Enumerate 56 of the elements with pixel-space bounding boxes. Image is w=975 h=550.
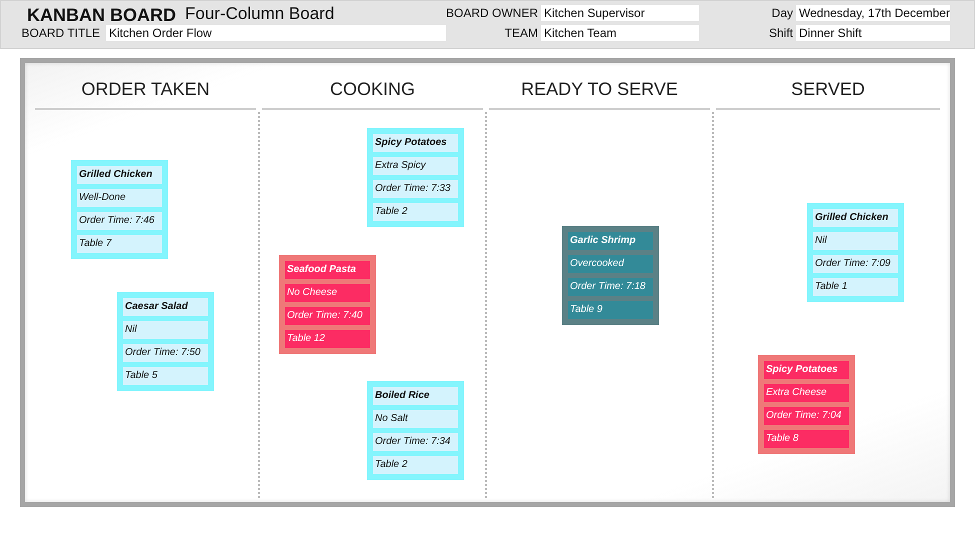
- field-label: Day: [772, 5, 793, 21]
- input-field: Kitchen Supervisor: [541, 5, 699, 21]
- column-heading: ORDER TAKEN: [81, 79, 210, 99]
- subtitle: Four-Column Board: [185, 4, 334, 24]
- dish-name: Seafood Pasta: [285, 261, 370, 279]
- board-heading: KANBAN BOARD: [27, 5, 176, 25]
- order-time: Order Time: 7:18: [568, 278, 653, 296]
- field-label: Shift: [768, 25, 793, 41]
- dish-name: Garlic Shrimp: [568, 232, 653, 250]
- order-card: [807, 203, 904, 302]
- table-number: Table 7: [77, 235, 162, 253]
- field-label: BOARD TITLE: [22, 25, 100, 41]
- table-number: Table 9: [568, 301, 653, 319]
- order-card: [71, 160, 168, 259]
- order-time: Order Time: 7:33: [373, 180, 458, 198]
- special-request: No Cheese: [285, 284, 370, 302]
- field-label: BOARD OWNER: [446, 5, 538, 21]
- order-time: Order Time: 7:04: [764, 407, 849, 425]
- column-heading: COOKING: [330, 79, 415, 99]
- special-request: Extra Cheese: [764, 384, 849, 402]
- table-number: Table 2: [373, 203, 458, 221]
- table-number: Table 5: [123, 367, 208, 385]
- column-heading: SERVED: [791, 79, 865, 99]
- input-field: Dinner Shift: [796, 25, 950, 41]
- dish-name: Caesar Salad: [123, 298, 208, 316]
- order-time: Order Time: 7:40: [285, 307, 370, 325]
- dish-name: Grilled Chicken: [77, 166, 162, 184]
- special-request: Nil: [123, 321, 208, 339]
- table-number: Table 1: [813, 278, 898, 296]
- order-time: Order Time: 7:50: [123, 344, 208, 362]
- table-number: Table 12: [285, 330, 370, 348]
- order-card: [758, 355, 855, 454]
- order-card: [367, 128, 464, 227]
- order-card: [279, 255, 376, 354]
- special-request: Overcooked: [568, 255, 653, 273]
- table-number: Table 2: [373, 456, 458, 474]
- order-card: [117, 292, 214, 391]
- order-time: Order Time: 7:34: [373, 433, 458, 451]
- special-request: Nil: [813, 232, 898, 250]
- field-label: TEAM: [504, 25, 538, 41]
- input-field: Wednesday, 17th December: [796, 5, 950, 21]
- order-card: [367, 381, 464, 480]
- order-time: Order Time: 7:46: [77, 212, 162, 230]
- input-field: Kitchen Team: [541, 25, 699, 41]
- dish-name: Spicy Potatoes: [764, 361, 849, 379]
- special-request: No Salt: [373, 410, 458, 428]
- order-time: Order Time: 7:09: [813, 255, 898, 273]
- table-number: Table 8: [764, 430, 849, 448]
- input-field: Kitchen Order Flow: [106, 25, 446, 41]
- special-request: Extra Spicy: [373, 157, 458, 175]
- dish-name: Spicy Potatoes: [373, 134, 458, 152]
- dish-name: Boiled Rice: [373, 387, 458, 405]
- order-card: [562, 226, 659, 325]
- special-request: Well-Done: [77, 189, 162, 207]
- column-heading: READY TO SERVE: [521, 79, 678, 99]
- dish-name: Grilled Chicken: [813, 209, 898, 227]
